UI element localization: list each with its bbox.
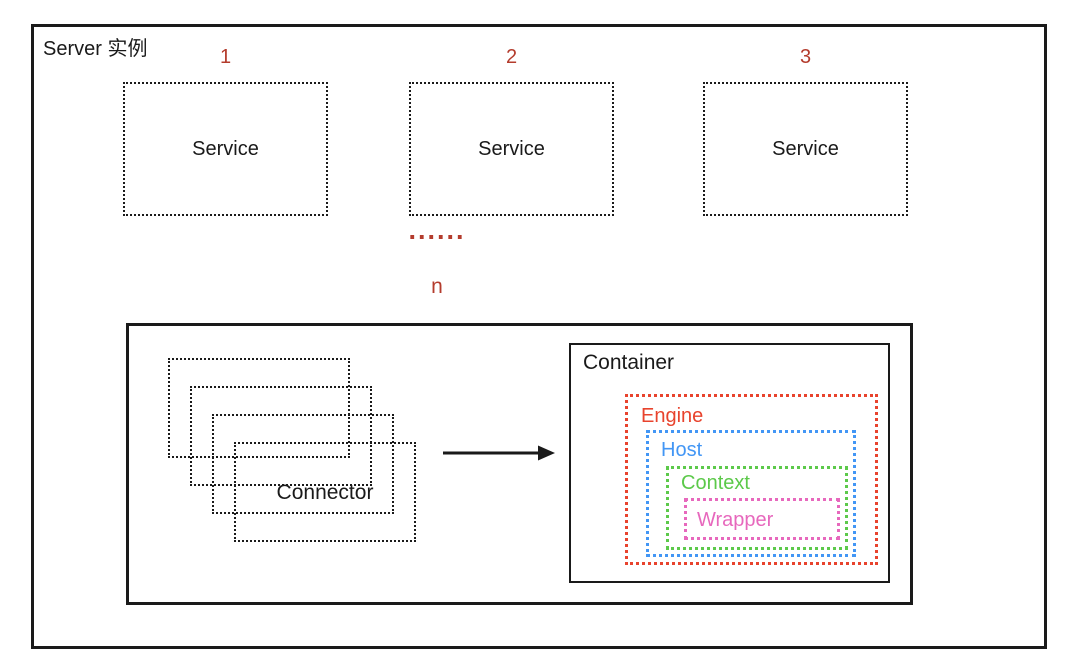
service-2-number: 2 — [505, 46, 518, 68]
service-2-label: Service — [478, 137, 545, 160]
service-1-number: 1 — [219, 46, 232, 68]
service-1-label: Service — [192, 137, 259, 160]
service-1-box: Service — [123, 82, 328, 216]
wrapper-label: Wrapper — [697, 509, 774, 531]
container-box: Container Engine Host Context Wrapper — [569, 343, 890, 583]
service-3-number: 3 — [799, 46, 812, 68]
service-n-detail-box: Connector Container Engine Host Context … — [126, 323, 913, 605]
connector-box-2 — [190, 386, 372, 486]
service-2-box: Service — [409, 82, 614, 216]
server-instance-box: Server 实例 1 Service 2 Service 3 Service … — [31, 24, 1047, 649]
service-n-number: n — [431, 275, 443, 298]
engine-label: Engine — [641, 405, 704, 427]
engine-box: Engine Host Context Wrapper — [625, 394, 878, 565]
arrow-right-icon — [443, 445, 555, 461]
service-3-label: Service — [772, 137, 839, 160]
context-box: Context Wrapper — [666, 466, 848, 550]
host-box: Host Context Wrapper — [646, 430, 856, 557]
services-ellipsis: ...... — [408, 215, 466, 245]
container-label: Container — [583, 351, 675, 374]
host-label: Host — [661, 439, 703, 461]
context-label: Context — [681, 472, 750, 494]
connector-box-1 — [168, 358, 350, 458]
service-3-box: Service — [703, 82, 908, 216]
connector-box-3 — [212, 414, 394, 514]
server-instance-label: Server 实例 — [43, 38, 148, 60]
connector-label: Connector — [276, 481, 374, 504]
connector-box-4 — [234, 442, 416, 542]
wrapper-box: Wrapper — [684, 498, 840, 540]
